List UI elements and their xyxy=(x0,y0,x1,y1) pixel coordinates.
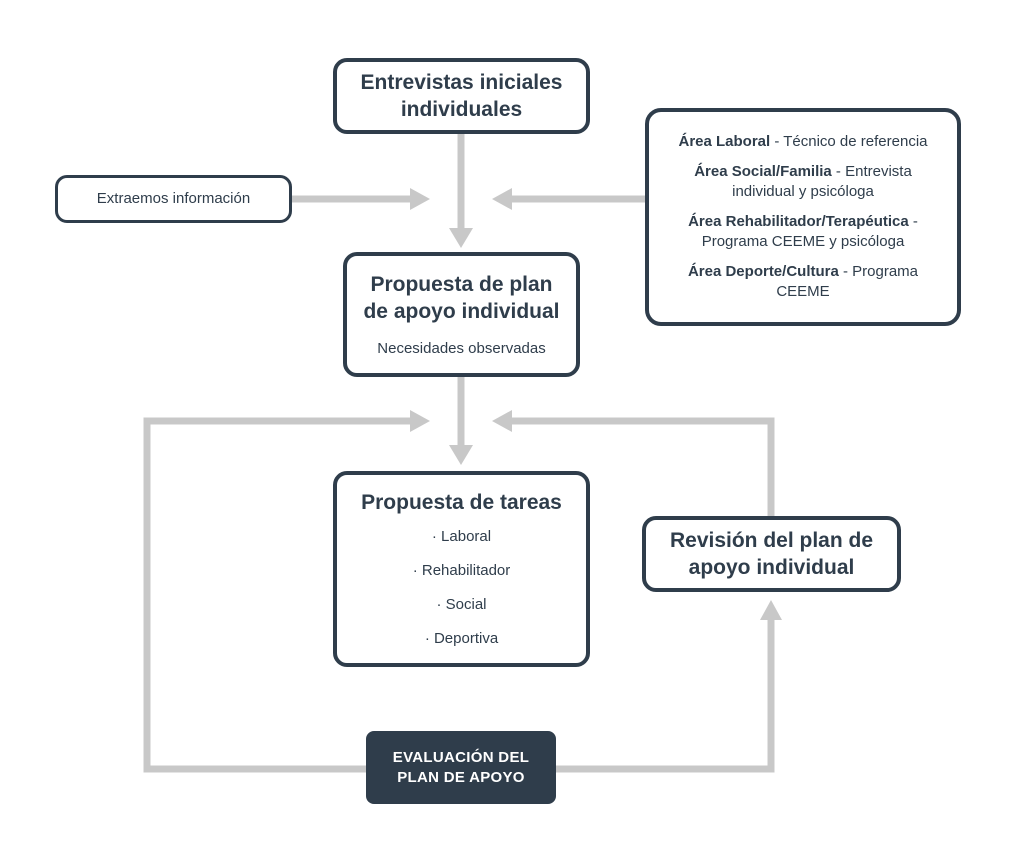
area-social-familia: Área Social/Familia - Entrevista individ… xyxy=(661,162,945,202)
box-entrevistas-iniciales: Entrevistas iniciales individuales xyxy=(333,58,590,134)
entrevistas-title: Entrevistas iniciales individuales xyxy=(360,71,563,121)
area-laboral: Área Laboral - Técnico de referencia xyxy=(678,132,927,152)
box-evaluacion: EVALUACIÓN DEL PLAN DE APOYO xyxy=(366,731,556,804)
extraemos-label: Extraemos información xyxy=(96,190,251,207)
area-deporte-detail: - Programa CEEME xyxy=(776,263,919,300)
connector-left-loop xyxy=(143,417,412,773)
area-rehabilitador-name: Área Rehabilitador/Terapéutica xyxy=(688,213,909,230)
task-item: · Laboral xyxy=(431,528,492,545)
arrowhead-down-2 xyxy=(449,445,473,465)
area-social-name: Área Social/Familia xyxy=(694,163,832,180)
arrowhead-left-2 xyxy=(492,410,512,432)
arrowhead-down-1 xyxy=(449,228,473,248)
propuesta-plan-subtitle: Necesidades observadas xyxy=(377,339,546,357)
task-item: · Rehabilitador xyxy=(412,562,511,579)
arrowhead-right-2 xyxy=(410,410,430,432)
box-revision-plan: Revisión del plan de apoyo individual xyxy=(642,516,901,592)
evaluacion-line2: PLAN DE APOYO xyxy=(397,768,525,786)
area-deporte-name: Área Deporte/Cultura xyxy=(687,263,839,280)
box-areas: Área Laboral - Técnico de referencia Áre… xyxy=(645,108,961,326)
connector-right-loop xyxy=(556,618,775,773)
box-extraemos-informacion: Extraemos información xyxy=(55,175,292,223)
arrowhead-left-1 xyxy=(492,188,512,210)
box-propuesta-tareas: Propuesta de tareas · Laboral · Rehabili… xyxy=(333,471,590,667)
propuesta-tareas-title: Propuesta de tareas xyxy=(361,491,562,514)
area-laboral-name: Área Laboral xyxy=(678,133,771,150)
revision-title: Revisión del plan de apoyo individual xyxy=(669,529,874,579)
propuesta-plan-title: Propuesta de plan de apoyo individual xyxy=(363,272,560,323)
area-social-detail: - Entrevista individual y psicóloga xyxy=(732,163,912,200)
task-item: · Deportiva xyxy=(424,630,499,647)
box-propuesta-plan: Propuesta de plan de apoyo individual Ne… xyxy=(343,252,580,377)
area-laboral-detail: - Técnico de referencia xyxy=(770,133,928,150)
connector-revision-to-center xyxy=(510,417,775,516)
arrowhead-up-1 xyxy=(760,600,782,620)
arrowhead-right-1 xyxy=(410,188,430,210)
evaluacion-line1: EVALUACIÓN DEL xyxy=(392,748,530,766)
area-deporte-cultura: Área Deporte/Cultura - Programa CEEME xyxy=(661,262,945,302)
area-rehabilitador: Área Rehabilitador/Terapéutica - Program… xyxy=(661,212,945,252)
area-rehabilitador-detail: - Programa CEEME y psicóloga xyxy=(701,213,918,250)
task-item: · Social xyxy=(436,596,487,613)
